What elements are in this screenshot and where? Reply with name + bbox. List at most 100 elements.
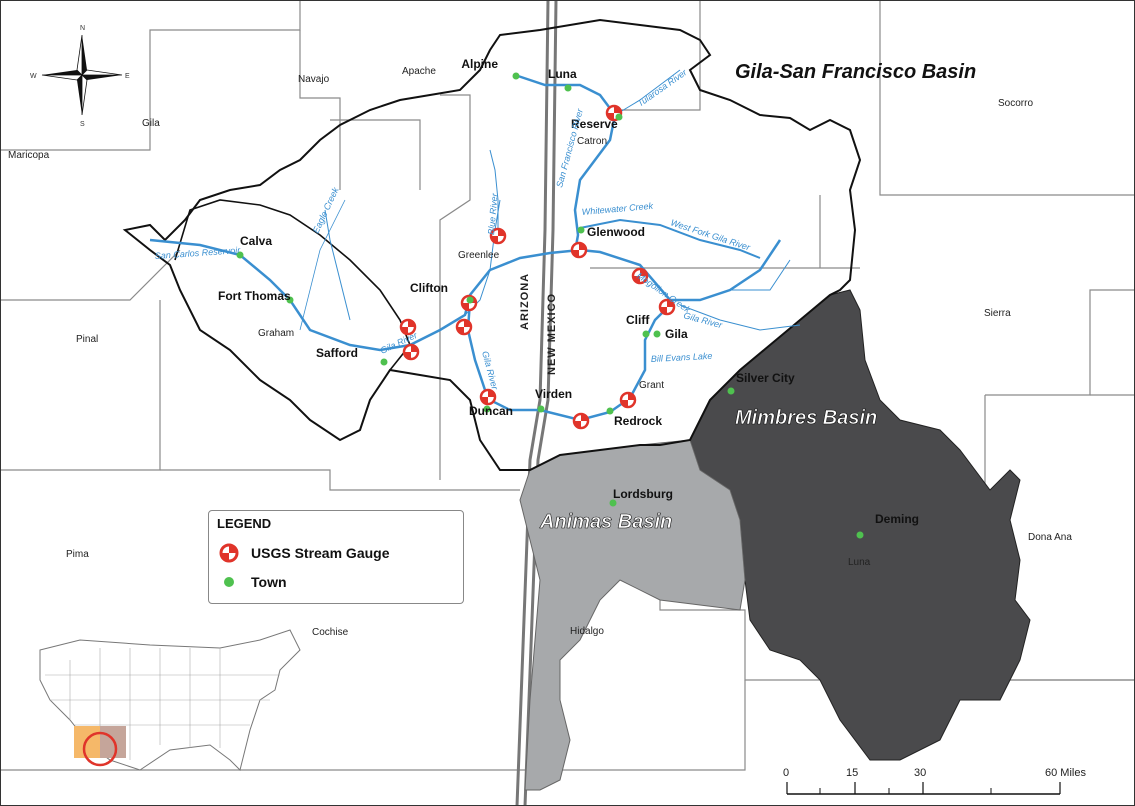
basin-label-gila: Gila-San Francisco Basin	[735, 61, 976, 83]
compass-s: S	[80, 121, 85, 128]
town-label-glenwood: Glenwood	[587, 225, 645, 239]
scale-label-60: 60 Miles	[1045, 767, 1086, 779]
county-gila: Gila	[142, 118, 160, 129]
river-label-blue: Blue River	[486, 192, 500, 235]
basin-label-mimbres: Mimbres Basin	[735, 407, 877, 429]
stream-gauge-icon	[570, 241, 588, 259]
scale-label-30: 30	[914, 767, 926, 779]
stream-gauge-icon	[631, 267, 649, 285]
tularosa-river-line	[614, 69, 681, 116]
town-dot-clifton	[466, 296, 474, 304]
gila-basin-boundary	[122, 18, 862, 471]
compass-w: W	[30, 73, 37, 80]
legend-gauge-label: USGS Stream Gauge	[251, 545, 390, 561]
state-label-arizona: ARIZONA	[519, 273, 531, 330]
town-label-deming: Deming	[875, 512, 919, 526]
town-label-alpine: Alpine	[461, 57, 498, 71]
town-label-fort-thomas: Fort Thomas	[218, 289, 291, 303]
town-label-cliff: Cliff	[626, 313, 650, 327]
county-socorro: Socorro	[998, 98, 1033, 109]
town-label-duncan: Duncan	[469, 404, 513, 418]
state-label-new-mexico: NEW MEXICO	[546, 293, 558, 375]
river-label-whitewater: Whitewater Creek	[581, 201, 654, 217]
stream-gauge-icon	[479, 388, 497, 406]
county-dona-ana: Dona Ana	[1028, 532, 1072, 543]
towns: AlpineLunaReserveGlenwoodCliftonCalvaFor…	[218, 57, 919, 539]
county-pima: Pima	[66, 549, 89, 560]
west-fork-line	[579, 218, 761, 259]
town-dot-luna	[564, 84, 572, 92]
county-graham: Graham	[258, 328, 294, 339]
stream-gauge-icon	[658, 298, 676, 316]
legend-box: LEGEND USGS Stream Gauge Town	[208, 510, 464, 604]
scale-label-0: 0	[783, 767, 789, 779]
stream-gauge-icon	[572, 412, 590, 430]
town-label-gila: Gila	[665, 327, 688, 341]
town-label-luna: Luna	[548, 67, 577, 81]
town-dot-redrock	[606, 407, 614, 415]
river-label-san-francisco: San Francisco River	[554, 107, 585, 189]
town-label-reserve: Reserve	[571, 117, 618, 131]
town-dot-duncan	[483, 405, 491, 413]
town-dot-fort-thomas	[286, 296, 294, 304]
town-dot-gila	[653, 330, 661, 338]
compass-e: E	[125, 73, 130, 80]
county-navajo: Navajo	[298, 74, 330, 85]
bonita-creek-line	[324, 209, 351, 321]
us-inset-map	[39, 629, 301, 771]
town-dot-reserve	[615, 113, 623, 121]
county-cochise: Cochise	[312, 627, 349, 638]
gauges	[399, 104, 676, 430]
animas-basin-shape	[519, 439, 746, 791]
blue-river-line	[489, 149, 499, 235]
town-dot-silver-city	[727, 387, 735, 395]
state-line	[515, 0, 558, 806]
stream-gauge-icon	[489, 227, 507, 245]
stream-gauge-icon	[619, 391, 637, 409]
creek-2	[679, 304, 801, 331]
county-catron: Catron	[577, 136, 607, 147]
town-dot-calva	[236, 251, 244, 259]
creek-1	[299, 199, 346, 331]
county-greenlee: Greenlee	[458, 250, 500, 261]
river-label-san-carlos: San Carlos Reservoir	[154, 245, 241, 261]
town-label-virden: Virden	[535, 387, 572, 401]
county-apache: Apache	[402, 66, 436, 77]
stream-gauge-icon	[455, 318, 473, 336]
town-label-lordsburg: Lordsburg	[613, 487, 673, 501]
river-label-west-fork: West Fork Gila River	[669, 217, 752, 252]
stream-gauge-icon	[219, 543, 239, 563]
legend-town-label: Town	[251, 574, 287, 590]
gila-river-south	[466, 299, 671, 422]
compass-rose-icon: N S E W	[30, 25, 130, 128]
compass-n: N	[80, 25, 85, 32]
creek-3	[730, 259, 791, 291]
legend-row-town: Town	[217, 572, 287, 592]
county-labels: Navajo Apache Gila Maricopa Catron Socor…	[8, 66, 1072, 638]
sub-basin-boundary	[174, 199, 411, 371]
legend-title: LEGEND	[217, 516, 272, 531]
town-label-redrock: Redrock	[614, 414, 662, 428]
town-dot-safford	[380, 358, 388, 366]
county-hidalgo: Hidalgo	[570, 626, 604, 637]
county-maricopa: Maricopa	[8, 150, 50, 161]
county-grant: Grant	[639, 380, 664, 391]
county-luna: Luna	[848, 557, 871, 568]
town-label-safford: Safford	[316, 346, 358, 360]
county-pinal: Pinal	[76, 334, 98, 345]
basin-label-animas: Animas Basin	[539, 511, 672, 533]
scale-label-15: 15	[846, 767, 858, 779]
river-label-eagle: Eagle Creek	[311, 185, 341, 235]
town-label-silver-city: Silver City	[736, 371, 795, 385]
town-dot-deming	[856, 531, 864, 539]
legend-row-gauge: USGS Stream Gauge	[217, 543, 390, 563]
town-dot-alpine	[512, 72, 520, 80]
stream-gauge-icon	[402, 343, 420, 361]
town-dot-glenwood	[577, 226, 585, 234]
town-dot-cliff	[642, 330, 650, 338]
river-label-bill-evans: Bill Evans Lake	[651, 351, 713, 364]
county-sierra: Sierra	[984, 308, 1011, 319]
scale-bar: 0 15 30 60 Miles	[783, 767, 1086, 795]
river-labels: San Carlos Reservoir Gila River Gila Riv…	[154, 67, 752, 392]
